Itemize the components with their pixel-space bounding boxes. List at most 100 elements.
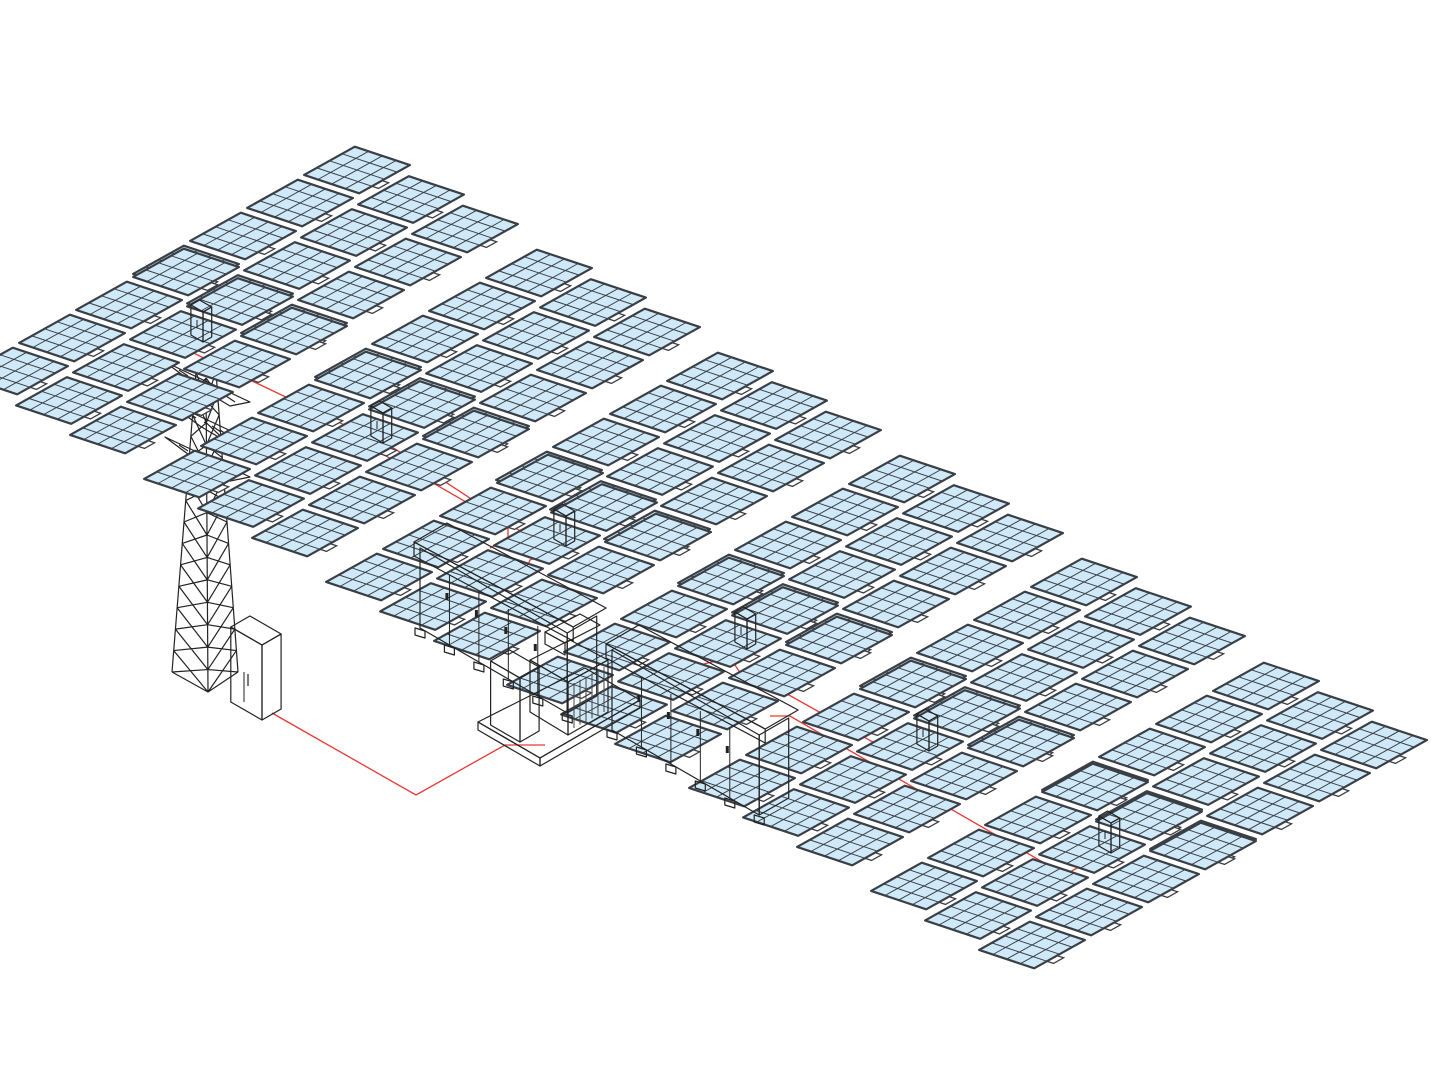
skid-edge bbox=[477, 721, 541, 767]
foot bbox=[443, 644, 455, 656]
solar-panel-icon bbox=[197, 479, 305, 528]
handle-icon bbox=[474, 610, 478, 617]
solar-panel-icon bbox=[869, 861, 979, 911]
solar-panel-icon bbox=[297, 270, 405, 320]
solar-panel-icon bbox=[535, 340, 645, 390]
solar-panel-icon bbox=[972, 590, 1082, 640]
foot bbox=[502, 678, 514, 690]
solar-panel-icon bbox=[898, 546, 1008, 596]
solar-panel-icon bbox=[71, 343, 180, 392]
solar-panel-icon bbox=[354, 237, 462, 287]
solar-panel-icon bbox=[926, 828, 1036, 878]
solar-panel-icon bbox=[15, 376, 124, 425]
solar-panel-icon bbox=[422, 409, 531, 459]
solar-panel-icon bbox=[719, 381, 829, 430]
solar-panel-icon bbox=[1262, 753, 1372, 803]
solar-panel-icon bbox=[901, 484, 1011, 533]
solar-panel-icon bbox=[308, 475, 416, 525]
handle-icon bbox=[533, 644, 537, 651]
solar-panel-icon bbox=[1083, 587, 1193, 636]
solar-panel-icon bbox=[411, 204, 520, 254]
solar-panel-icon bbox=[1319, 720, 1429, 770]
solar-panel-icon bbox=[132, 247, 240, 297]
solar-panel-icon bbox=[733, 520, 843, 570]
combiner-box-icon bbox=[553, 503, 576, 547]
solar-panel-icon bbox=[143, 449, 251, 499]
combiner-box-icon bbox=[1098, 810, 1121, 854]
combiner-box-icon bbox=[190, 299, 213, 343]
solar-panel-icon bbox=[300, 208, 408, 257]
handle-icon bbox=[445, 593, 449, 600]
solar-panel-icon bbox=[977, 920, 1087, 970]
solar-panel-icon bbox=[257, 383, 365, 433]
cabinet-icon bbox=[230, 615, 282, 721]
foot bbox=[724, 797, 736, 809]
solar-panel-icon bbox=[605, 447, 715, 496]
solar-panel-icon bbox=[18, 313, 127, 363]
handle-icon bbox=[725, 746, 729, 753]
solar-panel-icon bbox=[730, 586, 840, 635]
solar-panel-icon bbox=[1080, 649, 1190, 699]
solar-panel-icon bbox=[847, 454, 957, 504]
solar-panel-icon bbox=[186, 277, 294, 326]
solar-panel-icon bbox=[773, 410, 883, 460]
solar-panel-icon bbox=[371, 314, 479, 364]
solar-panel-icon bbox=[969, 653, 1079, 702]
solar-panel-icon bbox=[1211, 661, 1321, 711]
solar-panel-icon bbox=[496, 453, 605, 503]
solar-panel-icon bbox=[858, 659, 968, 709]
foot bbox=[561, 712, 573, 724]
solar-panel-icon bbox=[1137, 616, 1247, 666]
solar-panel-icon bbox=[665, 351, 775, 401]
combiner-boxes bbox=[190, 299, 1121, 854]
solar-panel-icon bbox=[129, 310, 237, 359]
solar-panel-icon bbox=[608, 384, 718, 434]
solar-panel-icon bbox=[603, 512, 713, 562]
transformer-icon bbox=[529, 613, 609, 736]
solar-panel-icon bbox=[670, 681, 780, 731]
solar-panel-icon bbox=[551, 417, 661, 467]
solar-panel-icon bbox=[1026, 620, 1136, 669]
solar-panel-icon bbox=[546, 545, 656, 595]
solar-panel-icon bbox=[592, 307, 702, 357]
solar-panel-icon bbox=[200, 416, 308, 466]
solar-panel-icon bbox=[428, 281, 537, 331]
handle-icon bbox=[696, 729, 700, 736]
skid-edge bbox=[539, 699, 641, 767]
solar-panel-icon bbox=[676, 556, 786, 606]
handle-icon bbox=[666, 712, 670, 719]
solar-panel-icon bbox=[662, 414, 772, 463]
solar-panel-icon bbox=[68, 405, 177, 455]
foot bbox=[606, 729, 618, 741]
solar-panel-icon bbox=[251, 508, 359, 558]
handle-icon bbox=[504, 627, 508, 634]
solar-panel-icon bbox=[125, 372, 234, 422]
solar-panel-icon bbox=[538, 278, 648, 327]
solar-panel-icon bbox=[246, 178, 354, 228]
solar-panel-icon bbox=[966, 718, 1076, 768]
solar-panel-icon bbox=[1154, 694, 1264, 744]
inverter-side bbox=[566, 615, 598, 714]
handle-icon bbox=[637, 695, 641, 702]
solar-panel-icon bbox=[801, 692, 911, 742]
solar-panel-icon bbox=[479, 373, 588, 423]
inverter-roof-edge bbox=[413, 541, 574, 642]
foot bbox=[414, 627, 426, 639]
solar-panel-icon bbox=[1094, 792, 1204, 841]
solar-panel-icon bbox=[240, 306, 348, 356]
solar-panel-icon bbox=[0, 346, 70, 396]
solar-panel-icon bbox=[744, 725, 854, 775]
cable-line bbox=[271, 712, 545, 796]
solar-panel-icon bbox=[314, 350, 422, 400]
solar-panel-icon bbox=[303, 145, 411, 195]
inverter-icon bbox=[413, 522, 607, 724]
solar-panel-icon bbox=[983, 795, 1093, 845]
solar-panel-icon bbox=[493, 516, 602, 565]
solar-panel-icon bbox=[716, 443, 826, 493]
foot bbox=[473, 661, 485, 673]
solar-panel-icon bbox=[1023, 682, 1133, 732]
solar-panel-icon bbox=[841, 579, 951, 629]
solar-panel-icon bbox=[784, 615, 894, 665]
solar-panel-icon bbox=[1029, 557, 1139, 607]
solar-panel-icon bbox=[183, 339, 291, 389]
